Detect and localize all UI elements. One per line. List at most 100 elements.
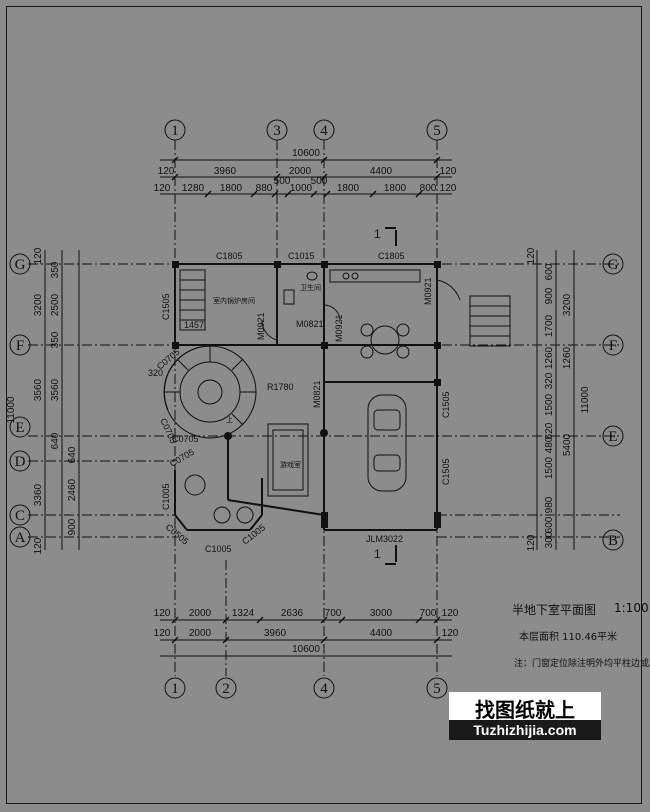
watermark-badge: 找图纸就上 Tuzhizhijia.com bbox=[449, 692, 601, 740]
stair-up-label: 上 bbox=[226, 415, 233, 424]
dim-top-r2-7: 1800 bbox=[337, 183, 360, 194]
door-m0921-c: M0921 bbox=[423, 277, 433, 305]
dim-bot-r1-4: 700 bbox=[325, 608, 342, 619]
dim-320: 320 bbox=[148, 368, 163, 378]
dim-bot-r2-3: 4400 bbox=[370, 628, 393, 639]
window-c0705-d: C0705 bbox=[168, 447, 196, 469]
dim-right-inner-6: 620 bbox=[544, 422, 555, 439]
drawing-frame bbox=[6, 6, 642, 804]
dim-bot-r2-2: 3960 bbox=[264, 628, 287, 639]
dim-right-inner-1: 900 bbox=[544, 287, 555, 304]
dim-bot-total: 10600 bbox=[292, 644, 320, 655]
dim-right-inner-11: 300 bbox=[544, 531, 555, 548]
drawing-note: 注：门窗定位除注明外均平柱边或居 bbox=[514, 659, 650, 669]
dim-top-r2-6: 500 bbox=[311, 176, 328, 187]
dim-right-inner-0: 600 bbox=[544, 263, 555, 280]
dim-left-outer-0: 120 bbox=[33, 247, 44, 264]
drawing-title: 半地下室平面图 bbox=[512, 603, 597, 617]
window-c1505-left: C1505 bbox=[161, 293, 171, 320]
door-m0921-a: M0921 bbox=[256, 312, 266, 340]
axis-left-A: A bbox=[15, 530, 26, 546]
dim-left-inner-6: 2460 bbox=[67, 478, 78, 501]
dim-top-r2-0: 120 bbox=[154, 183, 171, 194]
window-c1005-b: C1005 bbox=[205, 544, 232, 554]
dim-right-inner-7: 480 bbox=[544, 436, 555, 453]
axis-left-G: G bbox=[15, 257, 26, 273]
dim-left-inner-3: 3560 bbox=[50, 378, 61, 401]
room-boiler: 室内锅炉房间 bbox=[213, 296, 255, 305]
radius-label: R1780 bbox=[267, 382, 294, 392]
window-c1805-b: C1805 bbox=[378, 251, 405, 261]
dim-left-inner-2: 350 bbox=[50, 331, 61, 348]
dim-bot-r1-7: 120 bbox=[442, 608, 459, 619]
axis-top-1: 1 bbox=[171, 123, 179, 139]
dim-right-outer-2: 1260 bbox=[562, 346, 573, 369]
axis-top-5: 5 bbox=[433, 123, 441, 139]
dim-right-outer-0: 120 bbox=[526, 247, 537, 264]
window-c1015: C1015 bbox=[288, 251, 315, 261]
dim-left-inner-5: 640 bbox=[67, 446, 78, 463]
dim-top-r1-1: 3960 bbox=[214, 166, 237, 177]
dim-top-r1-0: 120 bbox=[158, 166, 175, 177]
dim-bot-r1-2: 1324 bbox=[232, 608, 255, 619]
dim-top-total: 10600 bbox=[292, 148, 320, 159]
axis-bottom-2: 2 bbox=[222, 681, 230, 697]
dim-top-r2-4: 500 bbox=[274, 176, 291, 187]
dim-bot-r1-1: 2000 bbox=[189, 608, 212, 619]
dim-bot-r2-4: 120 bbox=[442, 628, 459, 639]
axis-left-C: C bbox=[15, 508, 25, 524]
window-c1005-a: C1005 bbox=[161, 483, 171, 510]
dim-top-r1-4: 120 bbox=[440, 166, 457, 177]
dim-top-r2-1: 1280 bbox=[182, 183, 205, 194]
dim-left-outer-4: 120 bbox=[33, 537, 44, 554]
dim-left-inner-1: 2500 bbox=[50, 293, 61, 316]
axis-right-E: E bbox=[608, 429, 617, 445]
dim-top-r2-5: 1000 bbox=[290, 183, 313, 194]
dim-1457: 1457 bbox=[184, 320, 204, 330]
axis-bottom-5: 5 bbox=[433, 681, 441, 697]
dim-top-r2-3: 880 bbox=[256, 183, 273, 194]
dim-right-inner-9: 980 bbox=[544, 496, 555, 513]
dim-left-inner-0: 350 bbox=[50, 261, 61, 278]
axis-right-B: B bbox=[608, 533, 618, 549]
section-mark-top: 1 bbox=[374, 227, 381, 241]
dim-bot-r1-6: 700 bbox=[420, 608, 437, 619]
dim-right-inner-4: 320 bbox=[544, 372, 555, 389]
axis-right-F: F bbox=[609, 338, 617, 354]
dim-left-total: 11000 bbox=[6, 396, 17, 424]
watermark-url: Tuzhizhijia.com bbox=[449, 720, 601, 740]
dim-left-inner-4: 640 bbox=[50, 432, 61, 449]
window-c0705-c: C0705 bbox=[172, 434, 199, 444]
dim-top-r2-9: 800 bbox=[420, 183, 437, 194]
window-c1505-right-b: C1505 bbox=[441, 458, 451, 485]
dim-bot-r1-5: 3000 bbox=[370, 608, 393, 619]
dim-right-inner-10: 600 bbox=[544, 516, 555, 533]
room-bath: 卫生间 bbox=[300, 283, 321, 292]
axis-top-4: 4 bbox=[320, 123, 328, 139]
dim-right-outer-1: 3200 bbox=[562, 293, 573, 316]
dim-right-outer-4: 120 bbox=[526, 534, 537, 551]
watermark-text: 找图纸就上 bbox=[475, 698, 575, 722]
door-m0821-a: M0821 bbox=[296, 319, 324, 329]
dim-bot-r1-0: 120 bbox=[154, 608, 171, 619]
section-mark-bottom: 1 bbox=[374, 547, 381, 561]
garage-door: JLM3022 bbox=[366, 534, 403, 544]
dim-top-r2-2: 1800 bbox=[220, 183, 243, 194]
dim-top-r2-8: 1800 bbox=[384, 183, 407, 194]
window-c1805-a: C1805 bbox=[216, 251, 243, 261]
dim-top-r1-2: 2000 bbox=[289, 166, 312, 177]
axis-bottom-1: 1 bbox=[171, 681, 179, 697]
axis-left-E: E bbox=[15, 420, 24, 436]
dim-right-total: 11000 bbox=[580, 386, 591, 414]
door-m0921-b: M0921 bbox=[334, 314, 344, 342]
axis-bottom-4: 4 bbox=[320, 681, 328, 697]
window-c0505: C0505 bbox=[164, 522, 191, 547]
axis-left-F: F bbox=[16, 338, 24, 354]
axis-left-D: D bbox=[15, 454, 26, 470]
dim-bot-r2-0: 120 bbox=[154, 628, 171, 639]
dim-right-inner-2: 1700 bbox=[544, 314, 555, 337]
window-c1505-right-a: C1505 bbox=[441, 391, 451, 418]
dim-right-inner-3: 1260 bbox=[544, 346, 555, 369]
dim-left-outer-2: 3560 bbox=[33, 378, 44, 401]
